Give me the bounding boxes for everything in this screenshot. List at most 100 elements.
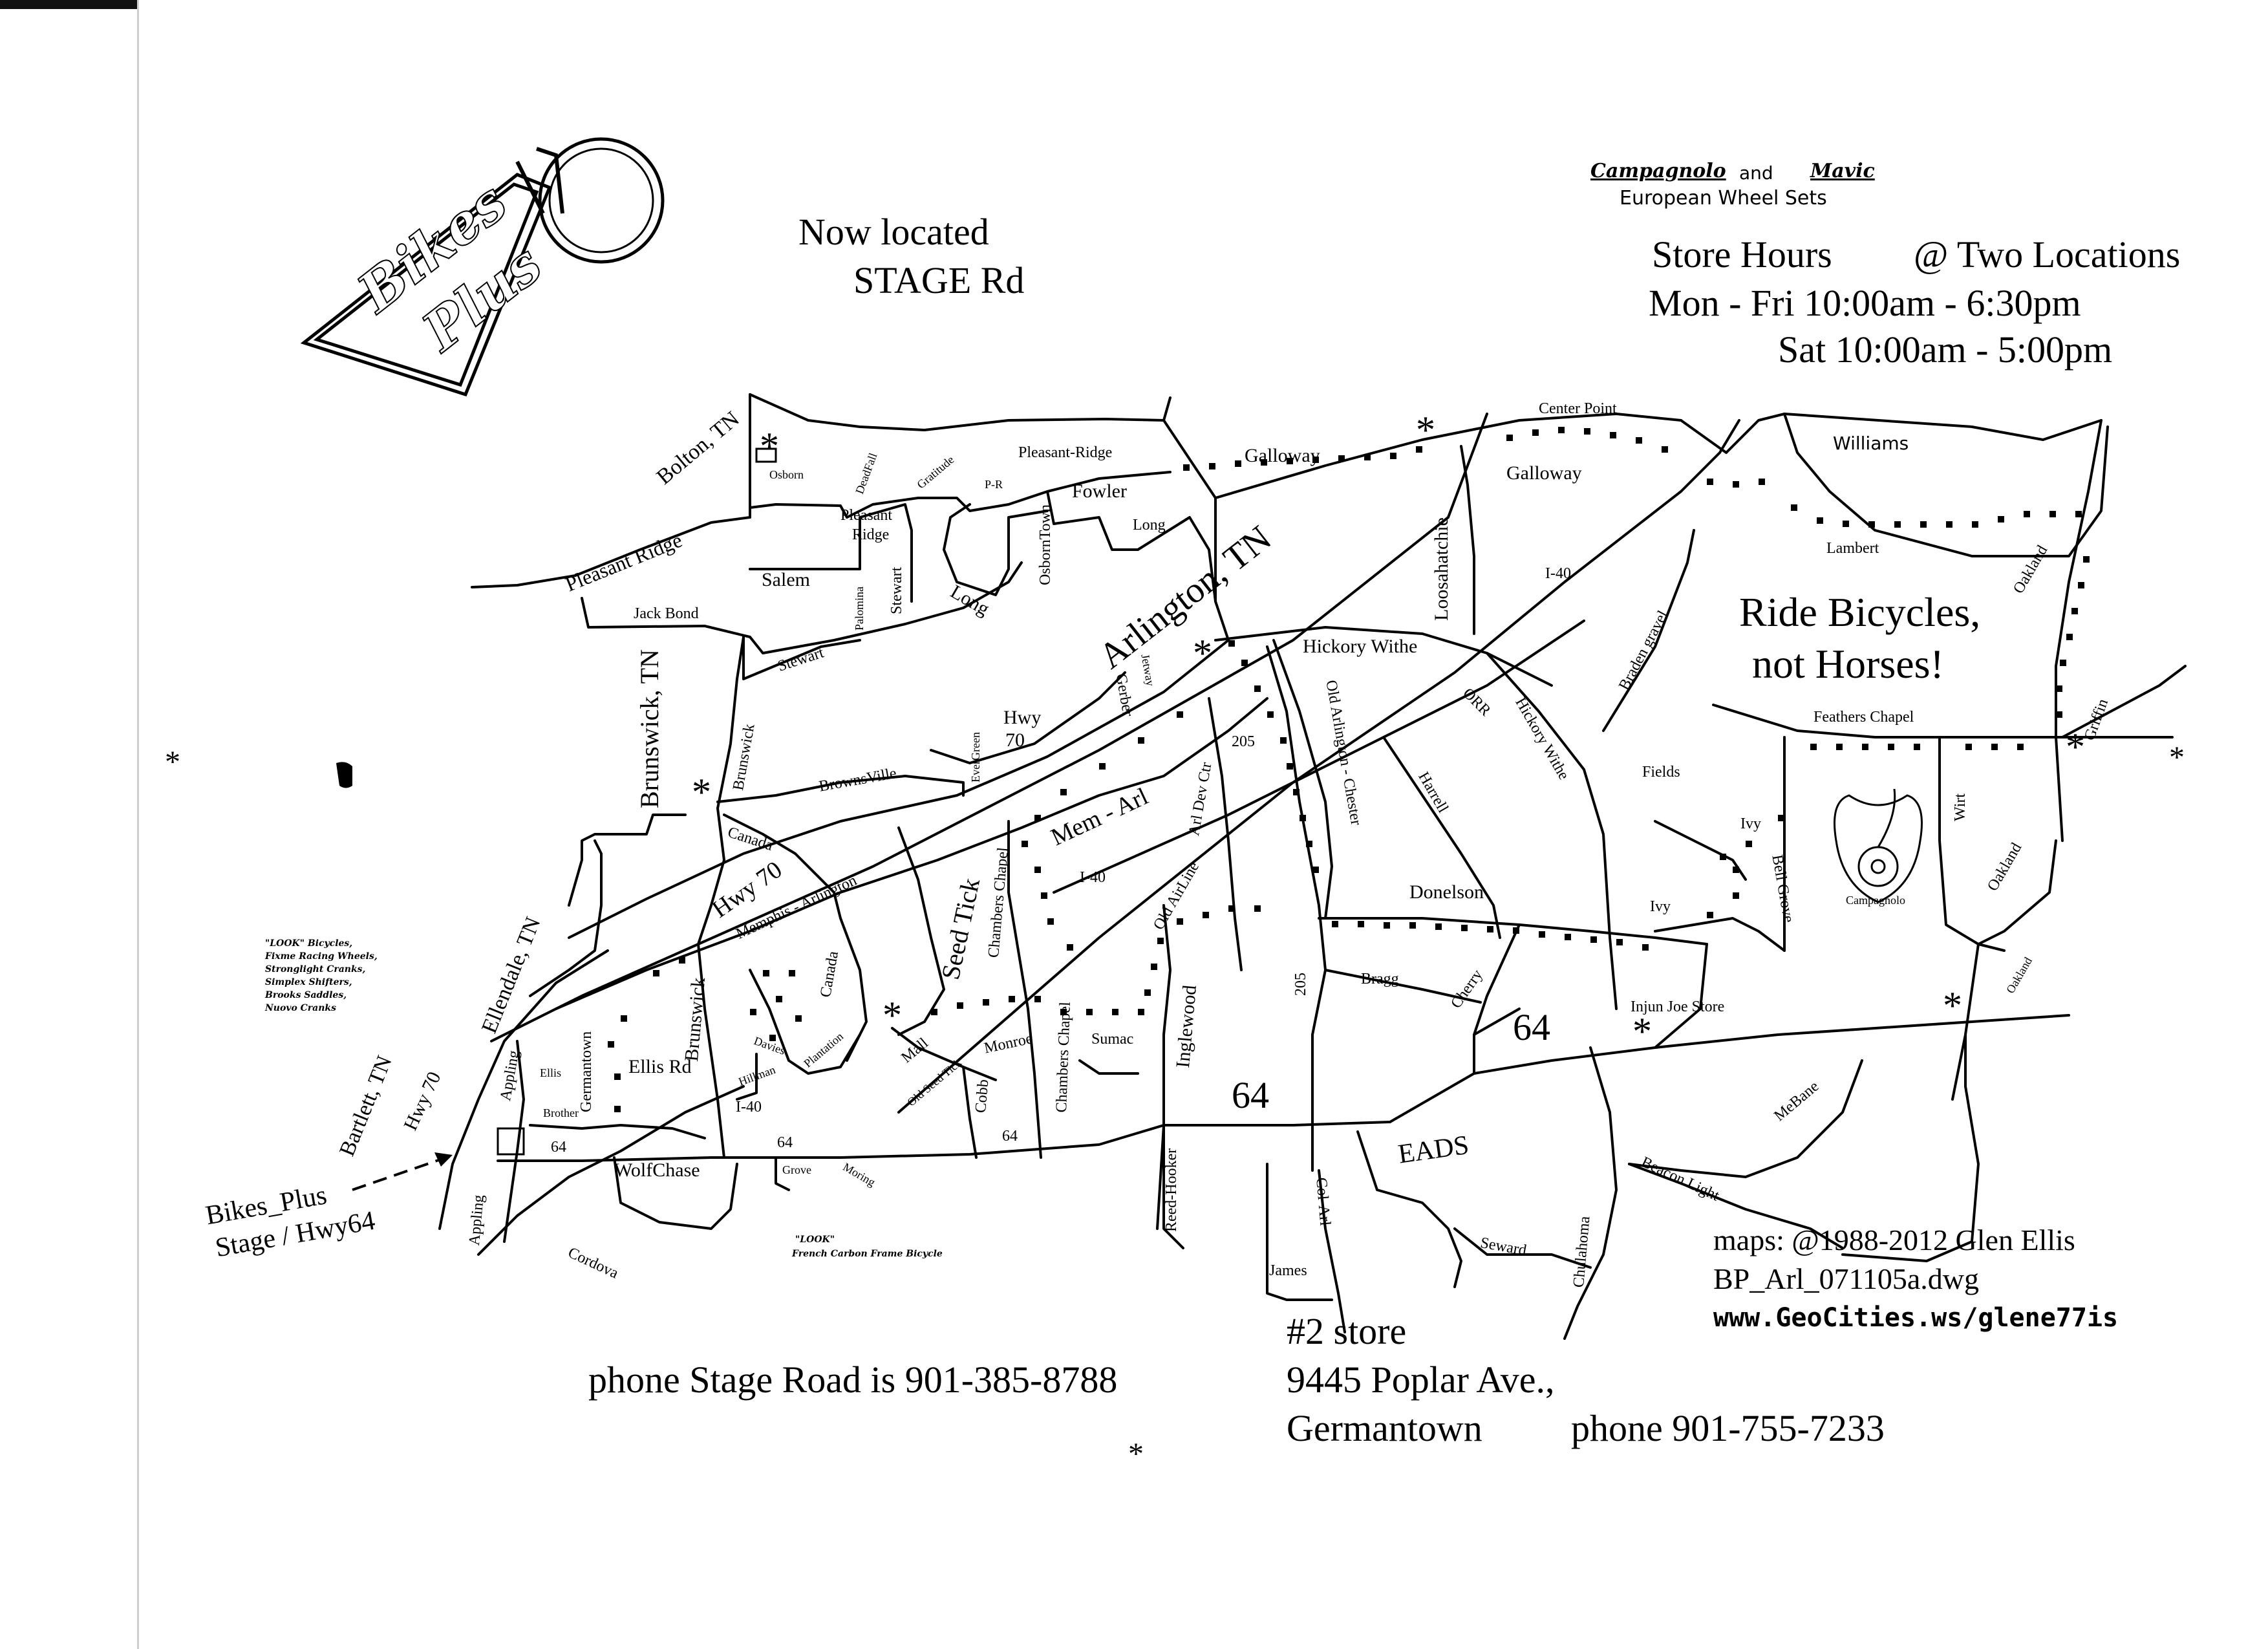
hours-weekday: Mon - Fri 10:00am - 6:30pm	[1649, 282, 2081, 324]
note-look-frames-1: "LOOK"	[795, 1234, 835, 1245]
route-airline-dots	[931, 905, 1261, 1015]
label-64-3: 64	[1002, 1128, 1018, 1145]
road-oakland-north	[2055, 419, 2102, 842]
route-lambert-dots	[1707, 479, 2082, 528]
road-seed-tick	[897, 826, 945, 1036]
note-look-6: Nuovo Cranks	[265, 1003, 337, 1013]
label-pleasant-ridge-2: Pleasant-Ridge	[1018, 444, 1113, 461]
label-salem: Salem	[762, 569, 810, 590]
road-wolfchase-loop	[613, 1156, 738, 1230]
label-galloway-1: Galloway	[1245, 445, 1320, 466]
footer-credit-url[interactable]: www.GeoCities.ws/glene77is	[1713, 1303, 2119, 1333]
road-hwy70-ellendale	[438, 949, 609, 1230]
label-ivy-2: Ivy	[1650, 898, 1671, 915]
label-loosahatchie: Loosahatchie	[1431, 517, 1452, 621]
route-feathers-dots	[1810, 744, 2024, 750]
road-reed-hooker	[1162, 1124, 1184, 1249]
road-north-top	[749, 393, 1171, 431]
road-chambers-chapel	[1007, 820, 1042, 1159]
road-salem-box	[749, 503, 913, 603]
road-hickory-withe-2	[1486, 652, 1618, 1010]
road-hwy64-main	[497, 1014, 2070, 1162]
road-brunswick-n	[716, 636, 745, 810]
label-chambers-chapel-2: Chambers Chapel	[1053, 1001, 1074, 1113]
note-look-frames-2: French Carbon Frame Bicycle	[792, 1249, 943, 1259]
road-feathers-chapel	[1712, 704, 2174, 738]
label-palomina: Palomina	[853, 587, 866, 630]
road-oakland-mid	[1951, 839, 2057, 1101]
road-james	[1266, 1163, 1333, 1301]
label-ivy-1: Ivy	[1740, 815, 1761, 832]
wheels-brand-mavic: Mavic	[1810, 160, 1875, 182]
label-osborntown: OsbornTown	[1037, 504, 1054, 585]
label-lambert: Lambert	[1826, 540, 1879, 557]
footer-store2-city: Germantown	[1287, 1407, 1482, 1449]
label-i40-3: I-40	[736, 1099, 762, 1116]
marker-asterisk: *	[1416, 409, 1435, 451]
road-memphis-arlington	[555, 697, 1268, 1010]
road-cordova	[477, 1085, 745, 1256]
note-look-2: Fixme Racing Wheels,	[265, 951, 378, 962]
label-evergreen: EverGreen	[969, 732, 982, 782]
label-64-1: 64	[551, 1139, 566, 1156]
road-beacon-light	[1628, 1163, 1844, 1249]
footer-store2-address: 9445 Poplar Ave.,	[1287, 1359, 1555, 1401]
label-ellis-rd: Ellis Rd	[628, 1056, 692, 1077]
road-pleasant-ridge	[471, 471, 1171, 588]
road-wirt	[1938, 736, 2006, 952]
road-loosahatchie	[1460, 445, 1475, 635]
road-williams	[1783, 413, 2109, 557]
label-donelson: Donelson	[1409, 881, 1484, 903]
route-oakland-dots	[2056, 556, 2090, 718]
road-hwy70-evergreen	[930, 671, 1126, 764]
label-sumac: Sumac	[1091, 1031, 1134, 1048]
road-arl-dev-ctr	[1208, 697, 1243, 971]
label-stewart-1: Stewart	[888, 566, 905, 614]
route-arlington-dots	[1022, 640, 1319, 951]
road-hwy70-main	[568, 639, 1230, 939]
road-mebane	[1628, 1059, 1863, 1178]
road-osborntown	[943, 503, 1049, 596]
label-james: James	[1269, 1262, 1307, 1279]
road-east-south	[1841, 1033, 1980, 1262]
note-look-1: "LOOK" Bicycles,	[265, 938, 353, 949]
road-ivy-2	[1654, 917, 1786, 952]
road-braden	[1602, 529, 1695, 732]
label-reed-hooker: Reed-Hooker	[1163, 1148, 1180, 1232]
road-i40-2	[1053, 620, 1585, 894]
route-galloway-dots	[1183, 427, 1668, 471]
label-p-r: P-R	[985, 478, 1003, 491]
label-hickory-withe-1: Hickory Withe	[1303, 636, 1418, 657]
label-injun-joe: Injun Joe Store	[1631, 998, 1725, 1015]
road-ellendale	[568, 814, 687, 907]
road-ivy	[1654, 820, 1747, 881]
road-hickory-withe	[1214, 626, 1553, 687]
hours-saturday: Sat 10:00am - 5:00pm	[1778, 329, 2113, 371]
road-canada	[723, 814, 868, 1062]
road-i40-west	[490, 413, 1488, 1042]
road-cherry	[1473, 923, 1521, 1075]
label-64-4: 64	[1232, 1074, 1269, 1116]
scan-edge	[0, 0, 139, 9]
road-col-arl	[1318, 1169, 1346, 1333]
slogan-line1: Ride Bicycles,	[1739, 589, 1981, 635]
road-griffin	[2061, 665, 2187, 738]
label-wolfchase: WolfChase	[614, 1159, 700, 1181]
label-grove: Grove	[782, 1163, 811, 1176]
now-located-line1: Now located	[798, 211, 989, 253]
road-appling	[503, 1040, 525, 1243]
label-long-1: Long	[1133, 517, 1166, 534]
logo-bikes-plus	[300, 137, 665, 397]
note-look-4: Simplex Shifters,	[265, 977, 352, 987]
label-jack-bond: Jack Bond	[634, 605, 699, 622]
route-donelson-dots	[1332, 921, 1649, 951]
road-old-arl-chester	[1272, 639, 1333, 920]
label-brother: Brother	[543, 1106, 579, 1119]
road-chulahoma	[1563, 1046, 1618, 1340]
now-located-line2: STAGE Rd	[853, 259, 1025, 301]
road-brother	[529, 1124, 706, 1139]
town-brunswick: Brunswick, TN	[635, 649, 664, 808]
note-look-3: Stronglight Cranks,	[265, 964, 366, 975]
label-wirt: Wirt	[1952, 793, 1969, 821]
